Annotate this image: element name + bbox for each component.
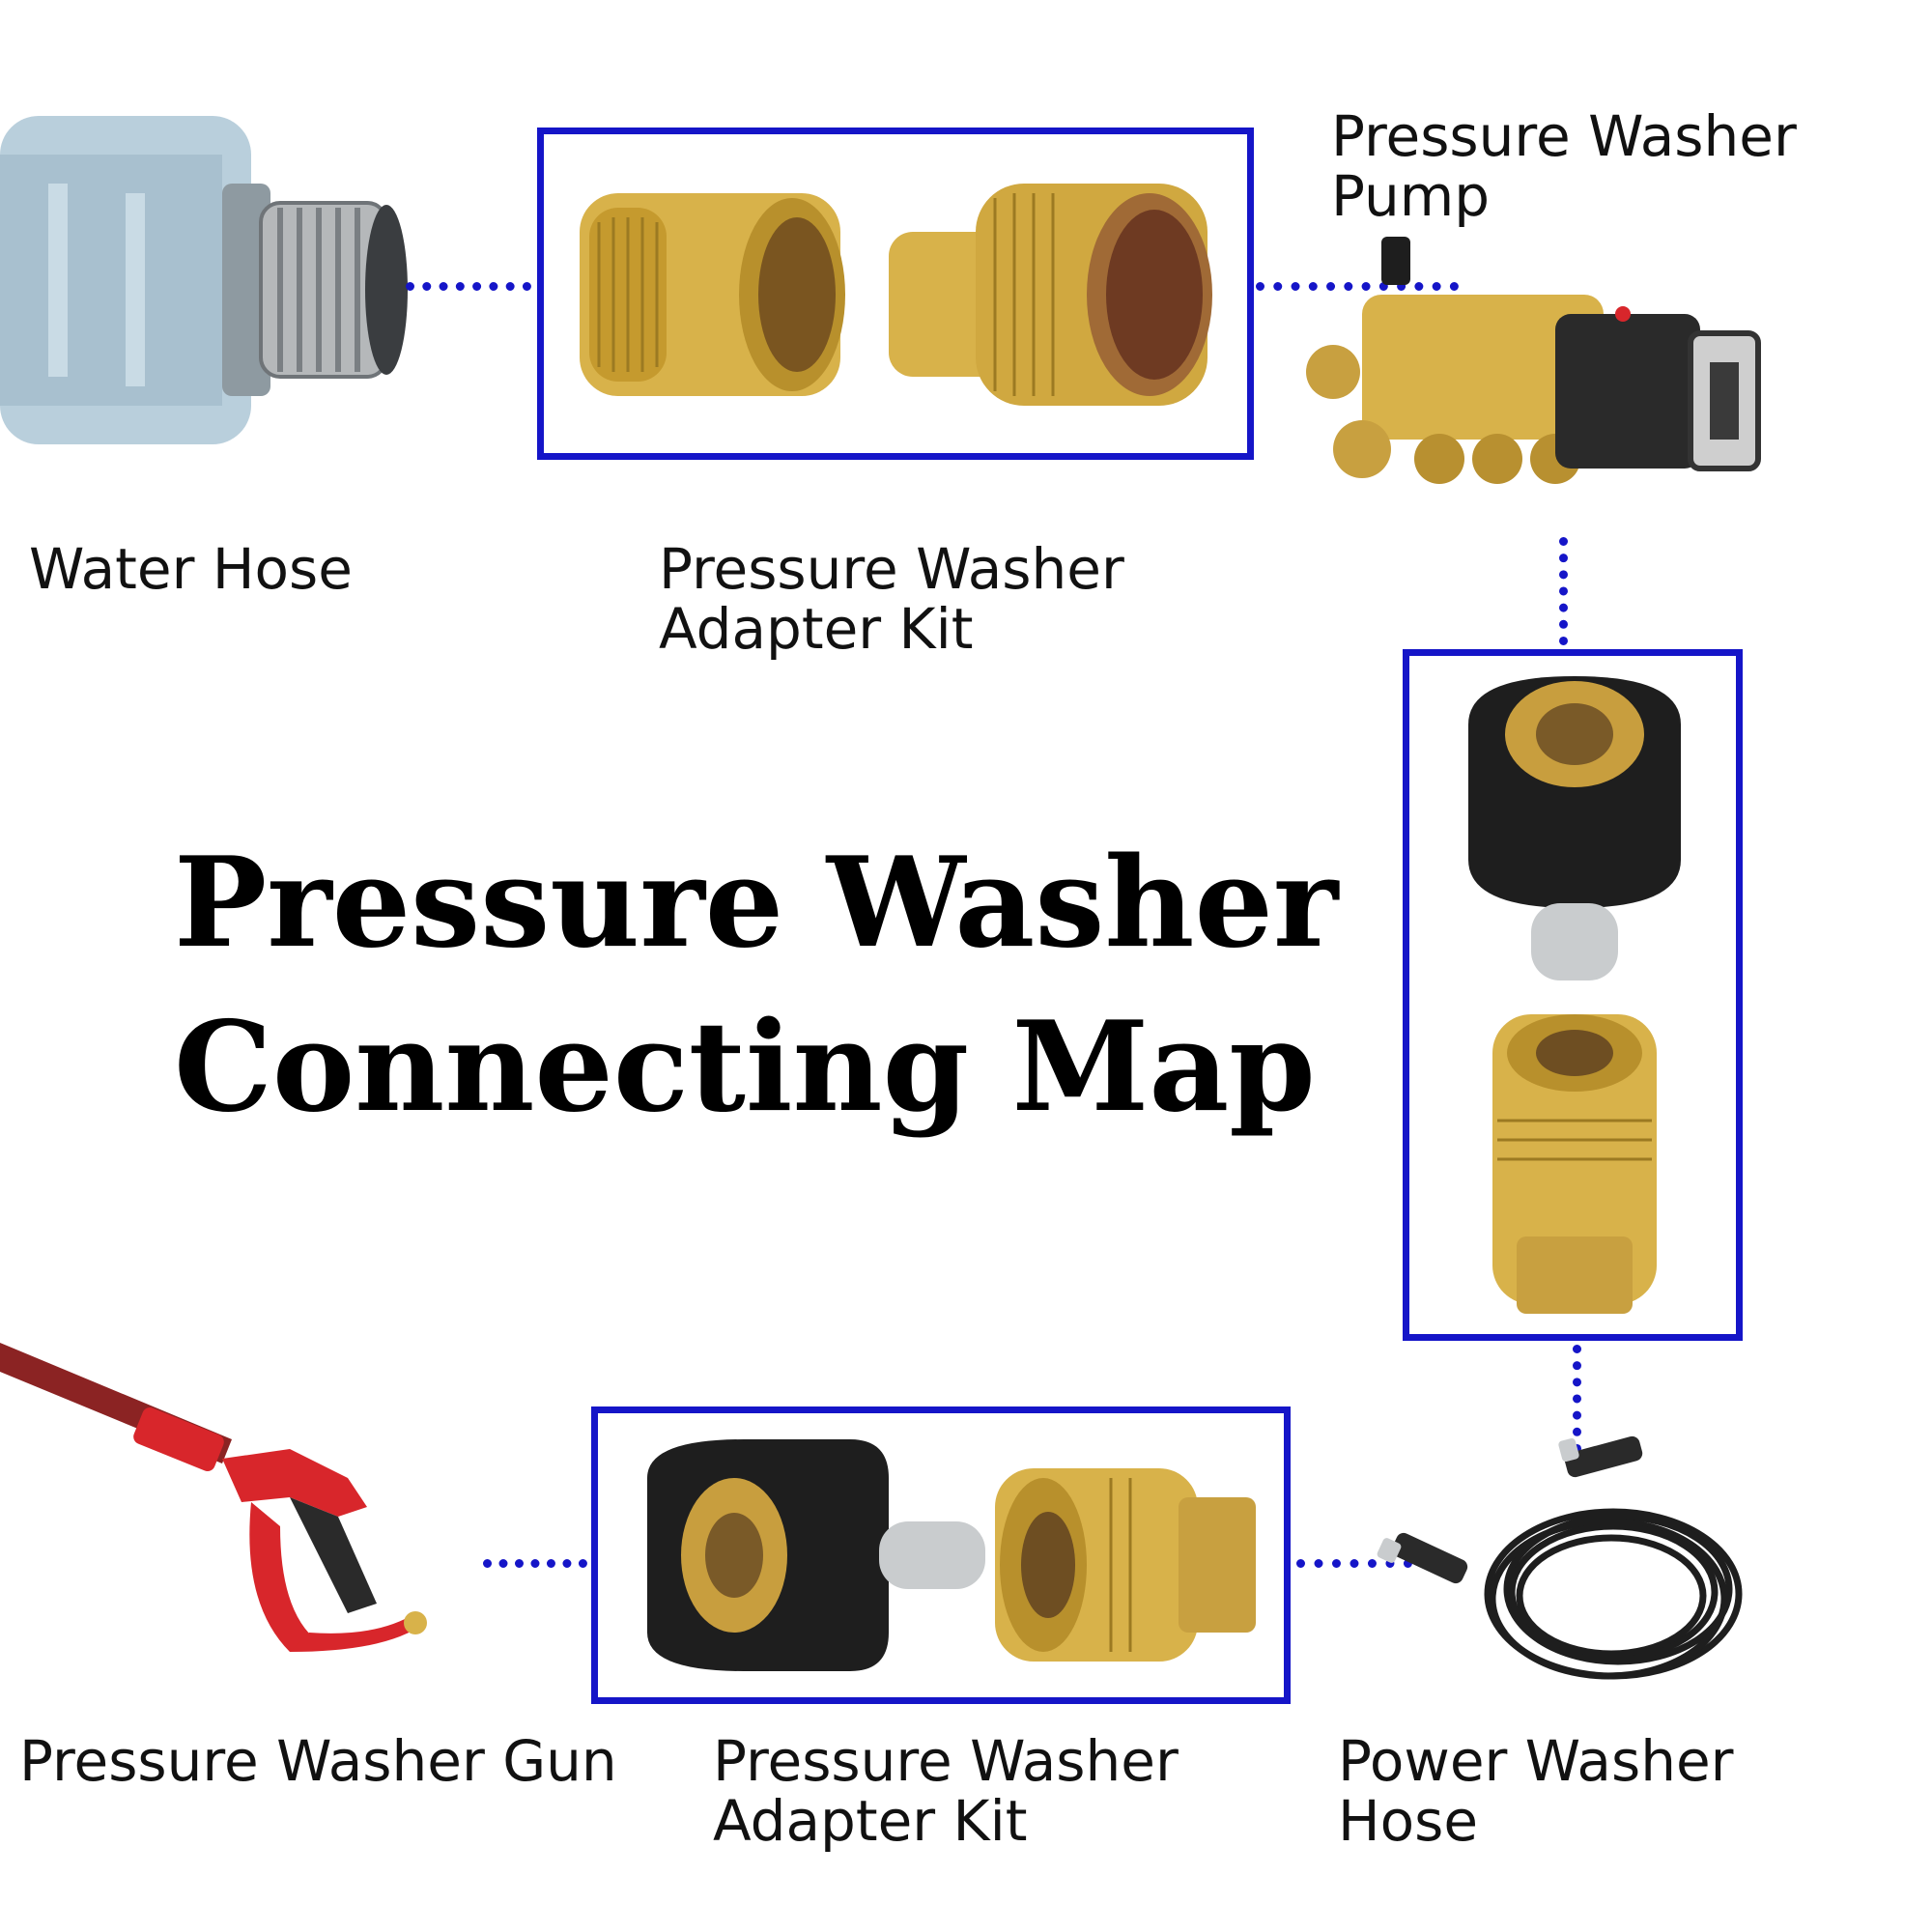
connector-adapter-kit-right-to-power-hose [1573,1345,1581,1453]
power-washer-hose-image [1377,1435,1743,1680]
pressure-washer-gun-image [0,1343,427,1652]
connector-adapter-kit-bottom-to-gun [483,1559,587,1568]
connector-pump-to-adapter-kit-right [1559,537,1568,645]
connector-water-hose-to-adapter-kit [406,282,531,291]
pump-label: Pressure Washer Pump [1331,103,1797,229]
title-line-2: Connecting Map [174,995,1316,1140]
title-line-1: Pressure Washer [174,831,1339,976]
adapter-kit-bottom-image [647,1439,1256,1671]
connector-adapter-kit-to-pump [1256,282,1459,291]
adapter-kit-right-box [1403,649,1743,1341]
adapter-kit-bottom-box [591,1406,1291,1704]
adapter-kit-right-image [1468,676,1681,1314]
diagram-title: Pressure Washer Connecting Map [174,821,1338,1150]
connector-power-hose-to-adapter-kit-bottom [1296,1559,1412,1568]
power-hose-label: Power Washer Hose [1338,1728,1734,1854]
adapter-kit-top-box [537,128,1254,460]
water-hose-image [0,116,408,444]
gun-label: Pressure Washer Gun [19,1728,617,1794]
adapter-kit-top-image [580,184,1212,406]
water-hose-label: Water Hose [29,536,353,602]
pump-image [1306,237,1761,484]
adapter-kit-bottom-label: Pressure Washer Adapter Kit [713,1728,1179,1854]
adapter-kit-top-label: Pressure Washer Adapter Kit [659,536,1124,662]
